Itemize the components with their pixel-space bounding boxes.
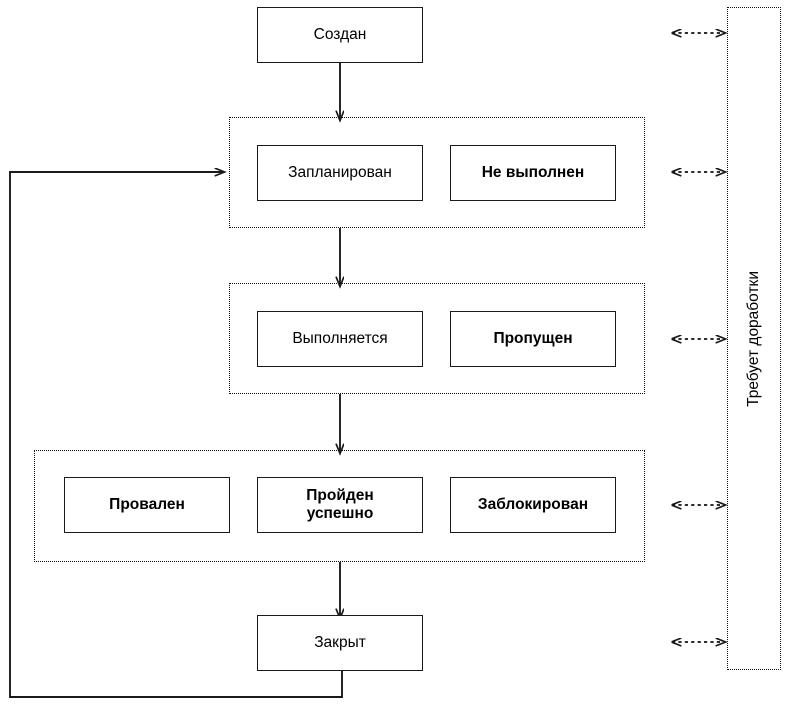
state-label-planned: Запланирован [288,164,392,182]
state-label-passed: Пройден успешно [306,487,374,522]
state-node-not-done[interactable]: Не выполнен [450,145,616,201]
group-result-states [34,450,645,562]
state-node-running[interactable]: Выполняется [257,311,423,367]
state-node-passed[interactable]: Пройден успешно [257,477,423,533]
rework-panel-label: Требует доработки [745,270,762,407]
state-label-blocked: Заблокирован [477,496,589,514]
state-node-closed[interactable]: Закрыт [257,615,423,671]
state-label-running: Выполняется [292,330,388,348]
state-node-skipped[interactable]: Пропущен [450,311,616,367]
state-label-failed: Провален [109,496,185,514]
rework-panel[interactable]: Требует доработки [727,7,781,670]
state-label-skipped: Пропущен [493,330,573,348]
feedback-loop-closed-to-planned [9,172,343,698]
state-label-closed: Закрыт [314,634,366,652]
state-label-not-done: Не выполнен [481,164,585,182]
state-node-planned[interactable]: Запланирован [257,145,423,201]
state-node-failed[interactable]: Провален [64,477,230,533]
state-node-created[interactable]: Создан [257,7,423,63]
state-label-created: Создан [313,26,367,44]
state-node-blocked[interactable]: Заблокирован [450,477,616,533]
group-running-states [229,283,645,394]
group-planned-states [229,117,645,228]
